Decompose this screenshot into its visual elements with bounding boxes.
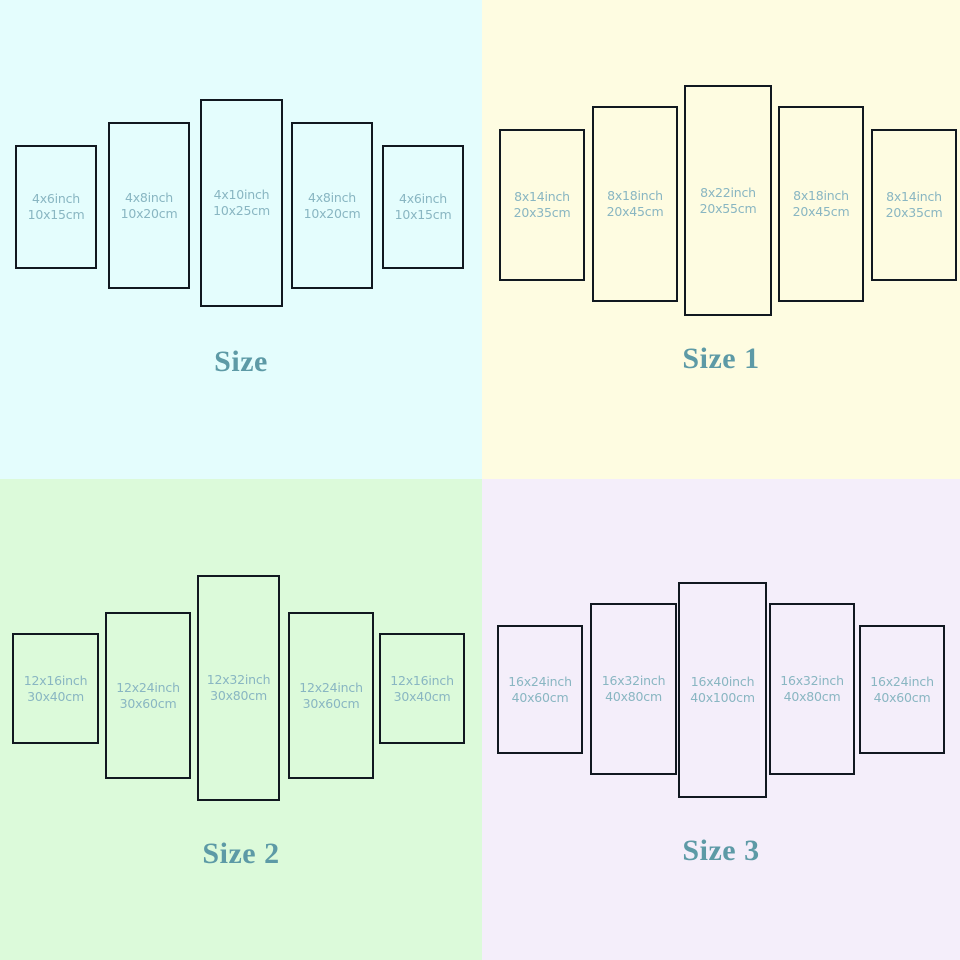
panel-size-inch: 4x6inch (31, 191, 81, 206)
quadrant-title-size-2: Size 2 (202, 837, 280, 870)
panel-size-inch: 16x24inch (870, 673, 934, 689)
panel-size-cm: 20x45cm (792, 204, 850, 219)
panel-size-cm: 40x60cm (873, 689, 931, 705)
panel-size-inch: 4x8inch (307, 189, 357, 205)
panel-size-cm: 10x15cm (27, 207, 85, 222)
quadrant-title-size-1: Size 1 (682, 342, 760, 375)
panel-size-cm: 20x35cm (885, 205, 943, 220)
quadrant-title-size: Size (214, 345, 268, 378)
panel-size-inch: 8x14inch (886, 189, 942, 204)
panel-size-cm: 10x25cm (213, 203, 270, 218)
panel-size-inch: 16x24inch (508, 673, 572, 689)
panel-size-inch: 12x16inch (23, 672, 88, 688)
panel-size-cm: 10x20cm (120, 205, 178, 221)
panel-size-cm: 30x40cm (27, 688, 84, 704)
panel-size-inch: 16x40inch (690, 674, 755, 689)
panel-size-cm: 30x60cm (302, 695, 360, 711)
panel-size-inch: 12x24inch (299, 679, 363, 695)
panel-size-cm: 30x80cm (210, 688, 267, 703)
panel-size-inch: 16x32inch (780, 673, 844, 688)
panel-size-cm: 40x100cm (690, 690, 755, 705)
quadrant-title-size-3: Size 3 (682, 834, 760, 867)
panel-size-inch: 4x10inch (213, 187, 270, 202)
panel-size-cm: 10x15cm (394, 207, 452, 222)
panel-size-cm: 10x20cm (303, 205, 361, 221)
panel-size-cm: 20x35cm (513, 205, 571, 220)
panel-size-inch: 8x18inch (607, 188, 663, 203)
panel-size-cm: 40x60cm (511, 689, 569, 705)
panel-size-cm: 30x40cm (393, 688, 451, 704)
panel-size-cm: 40x80cm (605, 689, 662, 704)
panel-size-inch: 8x18inch (793, 188, 849, 203)
panel-size-inch: 12x16inch (390, 672, 454, 688)
panel-size-inch: 8x22inch (700, 184, 756, 200)
panel-size-cm: 20x55cm (699, 200, 757, 216)
panel-size-inch: 16x32inch (601, 673, 666, 688)
panel-size-cm: 40x80cm (783, 689, 841, 704)
panel-size-inch: 8x14inch (514, 189, 570, 204)
panel-size-inch: 12x24inch (116, 679, 180, 695)
panel-size-cm: 30x60cm (119, 695, 177, 711)
panel-size-inch: 12x32inch (206, 672, 271, 687)
panel-size-inch: 4x8inch (124, 189, 174, 205)
panel-size-cm: 20x45cm (606, 204, 664, 219)
panel-size-inch: 4x6inch (398, 191, 448, 206)
